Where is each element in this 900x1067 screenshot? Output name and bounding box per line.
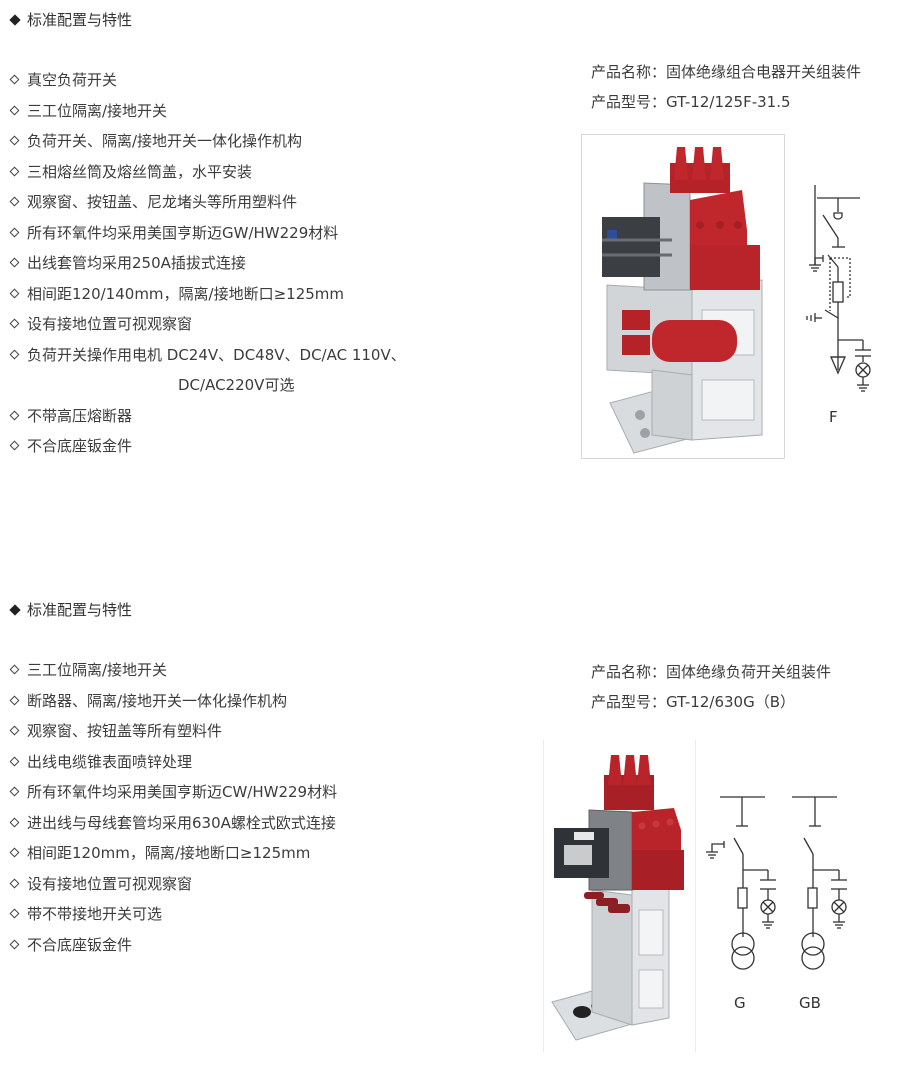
product-model: 产品型号：GT-12/125F-31.5 (591, 93, 791, 111)
diagram-label-g: G (734, 994, 746, 1012)
list-item: 相间距120/140mm，隔离/接地断口≥125mm (8, 279, 406, 310)
list-item: 三工位隔离/接地开关 (8, 655, 337, 686)
section2-heading: 标准配置与特性 (8, 599, 132, 620)
list-item: 观察窗、按钮盖、尼龙堵头等所用塑料件 (8, 187, 406, 218)
list-item: 带不带接地开关可选 (8, 899, 337, 930)
diagram-label-f: F (829, 408, 838, 426)
list-item: 设有接地位置可视观察窗 (8, 309, 406, 340)
list-item: 相间距120mm，隔离/接地断口≥125mm (8, 838, 337, 869)
list-item: 进出线与母线套管均采用630A螺栓式欧式连接 (8, 808, 337, 839)
hollow-diamond-icon (9, 664, 20, 675)
section1-feature-list: 真空负荷开关 三工位隔离/接地开关 负荷开关、隔离/接地开关一体化操作机构 三相… (8, 65, 406, 462)
hollow-diamond-icon (9, 786, 20, 797)
single-line-diagram-g (700, 790, 780, 970)
list-item: 不合底座钣金件 (8, 431, 406, 462)
hollow-diamond-icon (9, 196, 20, 207)
hollow-diamond-icon (9, 847, 20, 858)
circuit-diagram-g (706, 796, 776, 970)
section2-feature-list: 三工位隔离/接地开关 断路器、隔离/接地开关一体化操作机构 观察窗、按钮盖等所有… (8, 655, 337, 960)
hollow-diamond-icon (9, 135, 20, 146)
hollow-diamond-icon (9, 257, 20, 268)
list-item: 出线套管均采用250A插拔式连接 (8, 248, 406, 279)
list-item: 三相熔丝筒及熔丝筒盖，水平安装 (8, 157, 406, 188)
hollow-diamond-icon (9, 349, 20, 359)
section1-heading: 标准配置与特性 (8, 9, 132, 30)
hollow-diamond-icon (9, 105, 20, 115)
section1-heading-text: 标准配置与特性 (27, 11, 133, 29)
hollow-diamond-icon (9, 74, 20, 85)
section2-product-info: 产品名称：固体绝缘负荷开关组装件 产品型号：GT-12/630G（B） (591, 657, 831, 717)
list-item: 三工位隔离/接地开关 (8, 96, 406, 127)
list-item: 真空负荷开关 (8, 65, 406, 96)
list-item: 所有环氧件均采用美国亨斯迈GW/HW229材料 (8, 218, 406, 249)
hollow-diamond-icon (9, 908, 20, 919)
list-item: 不带高压熔断器 (8, 401, 406, 432)
list-item: 所有环氧件均采用美国亨斯迈CW/HW229材料 (8, 777, 337, 808)
hollow-diamond-icon (9, 227, 20, 237)
list-item: 负荷开关、隔离/接地开关一体化操作机构 (8, 126, 406, 157)
hollow-diamond-icon (9, 878, 20, 888)
filled-diamond-icon (9, 13, 21, 26)
product-name: 产品名称：固体绝缘负荷开关组装件 (591, 663, 832, 681)
list-item: 负荷开关操作用电机 DC24V、DC48V、DC/AC 110V、 (8, 340, 406, 371)
list-item: 出线电缆锥表面喷锌处理 (8, 747, 337, 778)
hollow-diamond-icon (9, 410, 20, 420)
switchgear-illustration (551, 755, 684, 1041)
hollow-diamond-icon (9, 725, 20, 736)
circuit-diagram-f (806, 185, 871, 392)
single-line-diagram-f (795, 185, 885, 405)
list-item: 断路器、隔离/接地开关一体化操作机构 (8, 686, 337, 717)
section2-heading-text: 标准配置与特性 (27, 601, 133, 619)
product-name: 产品名称：固体绝缘组合电器开关组装件 (591, 63, 862, 81)
list-item-continuation: DC/AC220V可选 (178, 376, 295, 394)
product-photo-g (543, 740, 696, 1052)
circuit-diagram-gb (792, 796, 847, 970)
single-line-diagram-gb (782, 790, 862, 970)
hollow-diamond-icon (9, 288, 20, 298)
product-model: 产品型号：GT-12/630G（B） (591, 693, 795, 711)
hollow-diamond-icon (9, 440, 20, 451)
switchgear-illustration (602, 147, 763, 454)
section1-product-info: 产品名称：固体绝缘组合电器开关组装件 产品型号：GT-12/125F-31.5 (591, 57, 861, 117)
list-item: 设有接地位置可视观察窗 (8, 869, 337, 900)
hollow-diamond-icon (9, 817, 20, 827)
hollow-diamond-icon (9, 756, 20, 766)
list-item: 不合底座钣金件 (8, 930, 337, 961)
list-item: 观察窗、按钮盖等所有塑料件 (8, 716, 337, 747)
filled-diamond-icon (9, 603, 21, 616)
hollow-diamond-icon (9, 166, 20, 176)
hollow-diamond-icon (9, 318, 20, 329)
hollow-diamond-icon (9, 939, 20, 949)
hollow-diamond-icon (9, 695, 20, 705)
product-photo-f (581, 134, 785, 459)
diagram-label-gb: GB (799, 994, 821, 1012)
